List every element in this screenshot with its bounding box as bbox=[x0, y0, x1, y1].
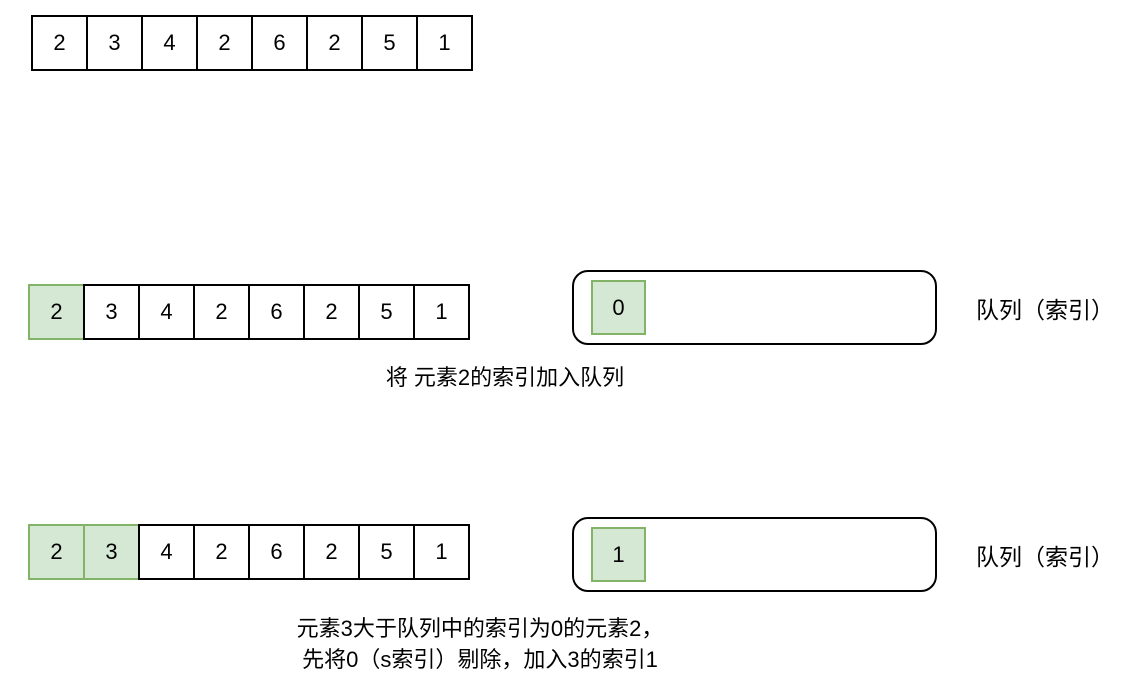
array-cell: 4 bbox=[138, 284, 195, 340]
step1-array: 2 3 4 2 6 2 5 1 bbox=[28, 284, 470, 340]
array-cell: 4 bbox=[141, 15, 198, 71]
array-cell-highlighted: 2 bbox=[28, 524, 85, 580]
array-cell: 1 bbox=[416, 15, 473, 71]
step2-caption-line2: 先将0（s索引）剔除，加入3的索引1 bbox=[302, 647, 658, 672]
array-cell-highlighted: 2 bbox=[28, 284, 85, 340]
input-array: 2 3 4 2 6 2 5 1 bbox=[31, 15, 473, 71]
array-cell: 2 bbox=[303, 524, 360, 580]
array-cell: 5 bbox=[358, 524, 415, 580]
step2-queue-box: 1 bbox=[572, 517, 937, 592]
array-cell: 4 bbox=[138, 524, 195, 580]
array-cell: 2 bbox=[306, 15, 363, 71]
array-cell: 5 bbox=[361, 15, 418, 71]
array-cell: 3 bbox=[86, 15, 143, 71]
array-cell: 6 bbox=[251, 15, 308, 71]
array-cell: 6 bbox=[248, 284, 305, 340]
array-cell: 6 bbox=[248, 524, 305, 580]
array-cell: 1 bbox=[413, 524, 470, 580]
array-cell: 5 bbox=[358, 284, 415, 340]
step1-caption: 将 元素2的索引加入队列 bbox=[385, 365, 625, 390]
array-cell: 1 bbox=[413, 284, 470, 340]
step2-array: 2 3 4 2 6 2 5 1 bbox=[28, 524, 470, 580]
queue-item: 0 bbox=[591, 280, 646, 335]
array-cell-highlighted: 3 bbox=[83, 524, 140, 580]
queue-item: 1 bbox=[591, 527, 646, 582]
step2-caption-line1: 元素3大于队列中的索引为0的元素2， bbox=[296, 616, 664, 641]
array-cell: 2 bbox=[31, 15, 88, 71]
step2-caption: 元素3大于队列中的索引为0的元素2， 先将0（s索引）剔除，加入3的索引1 bbox=[80, 613, 880, 675]
step1-queue-label: 队列（索引） bbox=[976, 296, 1114, 323]
step2-queue-label: 队列（索引） bbox=[976, 543, 1114, 570]
array-cell: 2 bbox=[193, 284, 250, 340]
array-cell: 2 bbox=[196, 15, 253, 71]
array-cell: 2 bbox=[303, 284, 360, 340]
array-cell: 3 bbox=[83, 284, 140, 340]
array-cell: 2 bbox=[193, 524, 250, 580]
step1-queue-box: 0 bbox=[572, 270, 937, 345]
